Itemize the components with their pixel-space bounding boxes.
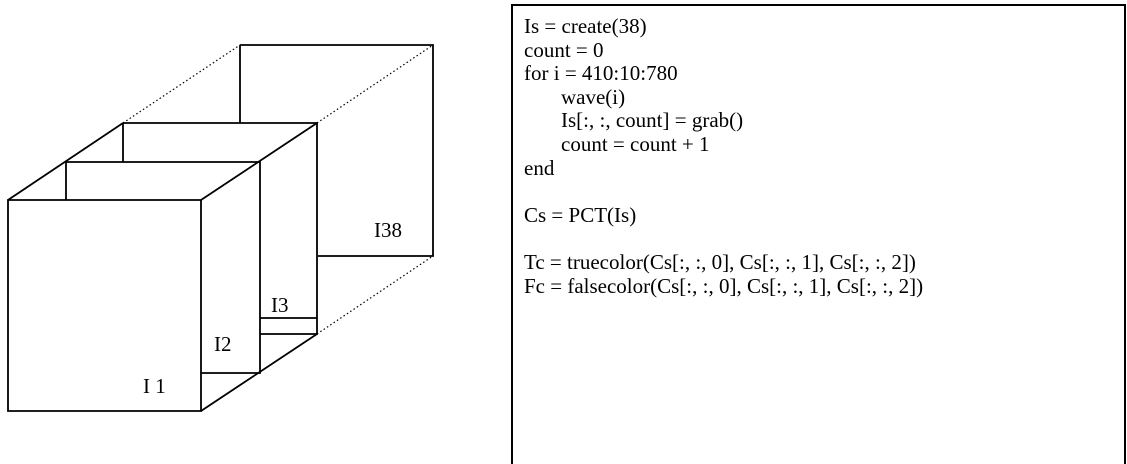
frame-label-i1: I 1 [143,374,166,398]
frame-i1 [7,122,318,412]
frame-label-i3: I3 [271,293,289,317]
code-line: Cs = PCT(Is) [524,202,637,227]
frame-i2 [65,161,261,374]
code-line: for i = 410:10:780 [524,61,678,86]
code-line: Is = create(38) [524,14,647,38]
stack-outline-dotted [122,44,434,335]
code-line [524,180,923,204]
code-listing: Is = create(38) count = 0 for i = 410:10… [524,14,924,298]
frame-i3 [122,122,318,335]
code-line: count = count + 1 [561,131,710,156]
frame-i38 [239,44,434,257]
code-line: Tc = truecolor(Cs[:, :, 0], Cs[:, :, 1],… [524,249,916,274]
code-line: wave(i) [561,84,626,109]
code-line [524,227,923,251]
code-line: Fc = falsecolor(Cs[:, :, 0], Cs[:, :, 1]… [524,273,924,298]
frame-label-i2: I2 [214,332,232,356]
pseudocode-panel: Is = create(38) count = 0 for i = 410:10… [511,4,1126,464]
frame-label-i38: I38 [374,218,402,242]
code-line: end [524,155,555,180]
code-line: count = 0 [524,37,604,62]
code-line: Is[:, :, count] = grab() [561,108,744,133]
image-stack-diagram: I 1 I2 I3 I38 [7,44,434,412]
